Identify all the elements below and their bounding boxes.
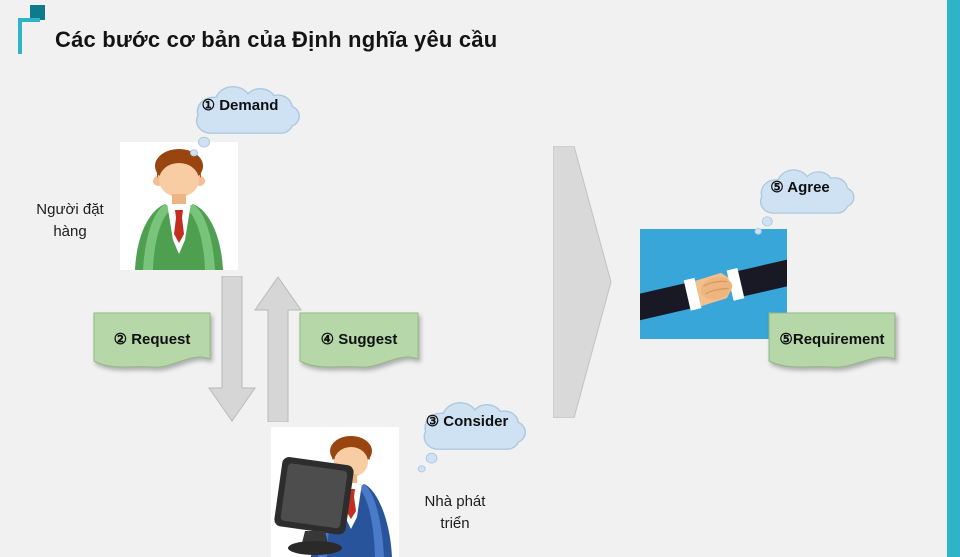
right-accent-stripe <box>947 0 960 557</box>
customer-label: Người đặt hàng <box>36 201 104 240</box>
note-requirement: ⑤Requirement <box>768 312 896 378</box>
consider-bubble-label: ③ Consider <box>425 412 509 430</box>
arrow-down-icon <box>208 276 256 422</box>
suggest-note-label: ④ Suggest <box>320 331 398 348</box>
request-note-label: ② Request <box>113 331 191 348</box>
cloud-icon <box>754 169 855 235</box>
wave-note-shape <box>299 312 419 368</box>
thought-bubble-demand: ① Demand <box>174 76 306 160</box>
note-request: ② Request <box>93 312 211 378</box>
agree-bubble-label: ⑤ Agree <box>770 178 830 196</box>
wave-note-shape <box>768 312 896 368</box>
developer-label: Nhà phát triển <box>424 493 486 532</box>
requirement-note-label: ⑤Requirement <box>779 331 885 348</box>
developer-avatar-icon <box>271 427 399 557</box>
customer-avatar-icon <box>120 142 238 270</box>
flow-arrow-right-icon <box>553 146 612 418</box>
cloud-icon <box>190 86 300 157</box>
handshake-icon <box>640 229 787 339</box>
arrow-up-icon <box>254 276 302 422</box>
monitor-icon <box>274 457 354 535</box>
handshake-image <box>640 229 787 339</box>
corner-accent-square <box>30 5 45 20</box>
cloud-icon <box>417 402 527 473</box>
thought-bubble-agree: ⑤ Agree <box>740 160 860 238</box>
thought-bubble-consider: ③ Consider <box>402 392 532 476</box>
corner-accent-bracket <box>18 18 40 54</box>
demand-bubble-label: ① Demand <box>201 96 279 114</box>
slide-title: Các bước cơ bản của Định nghĩa yêu cầu <box>55 27 498 52</box>
note-suggest: ④ Suggest <box>299 312 419 378</box>
wave-note-shape <box>93 312 211 368</box>
customer-avatar <box>120 142 238 270</box>
developer-avatar <box>271 427 399 557</box>
